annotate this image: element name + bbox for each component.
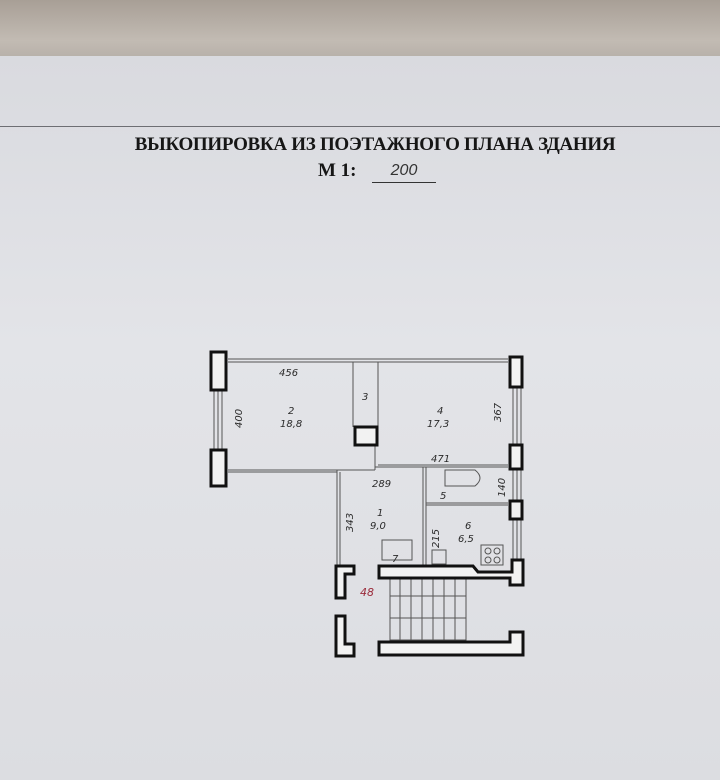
room-2-number: 2 — [288, 406, 294, 417]
room-1-area: 9,0 — [370, 521, 386, 532]
dimension-471: 471 — [431, 454, 450, 465]
scale-label: М 1: — [318, 160, 357, 181]
room-6-area: 6,5 — [458, 534, 474, 545]
dimension-367: 367 — [493, 402, 504, 422]
room-2-area: 18,8 — [280, 419, 302, 430]
dimension-289: 289 — [372, 479, 391, 490]
paper-sheet — [0, 56, 720, 780]
stair-mark: 48 — [360, 586, 374, 599]
scale-value: 200 — [372, 162, 436, 183]
dimension-400: 400 — [234, 409, 245, 428]
room-4-number: 4 — [437, 406, 443, 417]
room-1-number: 1 — [377, 508, 383, 519]
dimension-215: 215 — [431, 529, 442, 548]
document-title: ВЫКОПИРОВКА ИЗ ПОЭТАЖНОГО ПЛАНА ЗДАНИЯ — [134, 134, 616, 155]
table-surface — [0, 0, 720, 58]
room-7-number: 7 — [392, 554, 399, 565]
room-5-number: 5 — [440, 491, 446, 502]
dimension-140: 140 — [497, 478, 508, 497]
dimension-456: 456 — [279, 368, 298, 379]
room-6-number: 6 — [465, 521, 471, 532]
top-rule-line — [0, 126, 720, 127]
dimension-343: 343 — [345, 513, 356, 532]
room-4-area: 17,3 — [427, 419, 449, 430]
room-3-number: 3 — [362, 392, 368, 403]
